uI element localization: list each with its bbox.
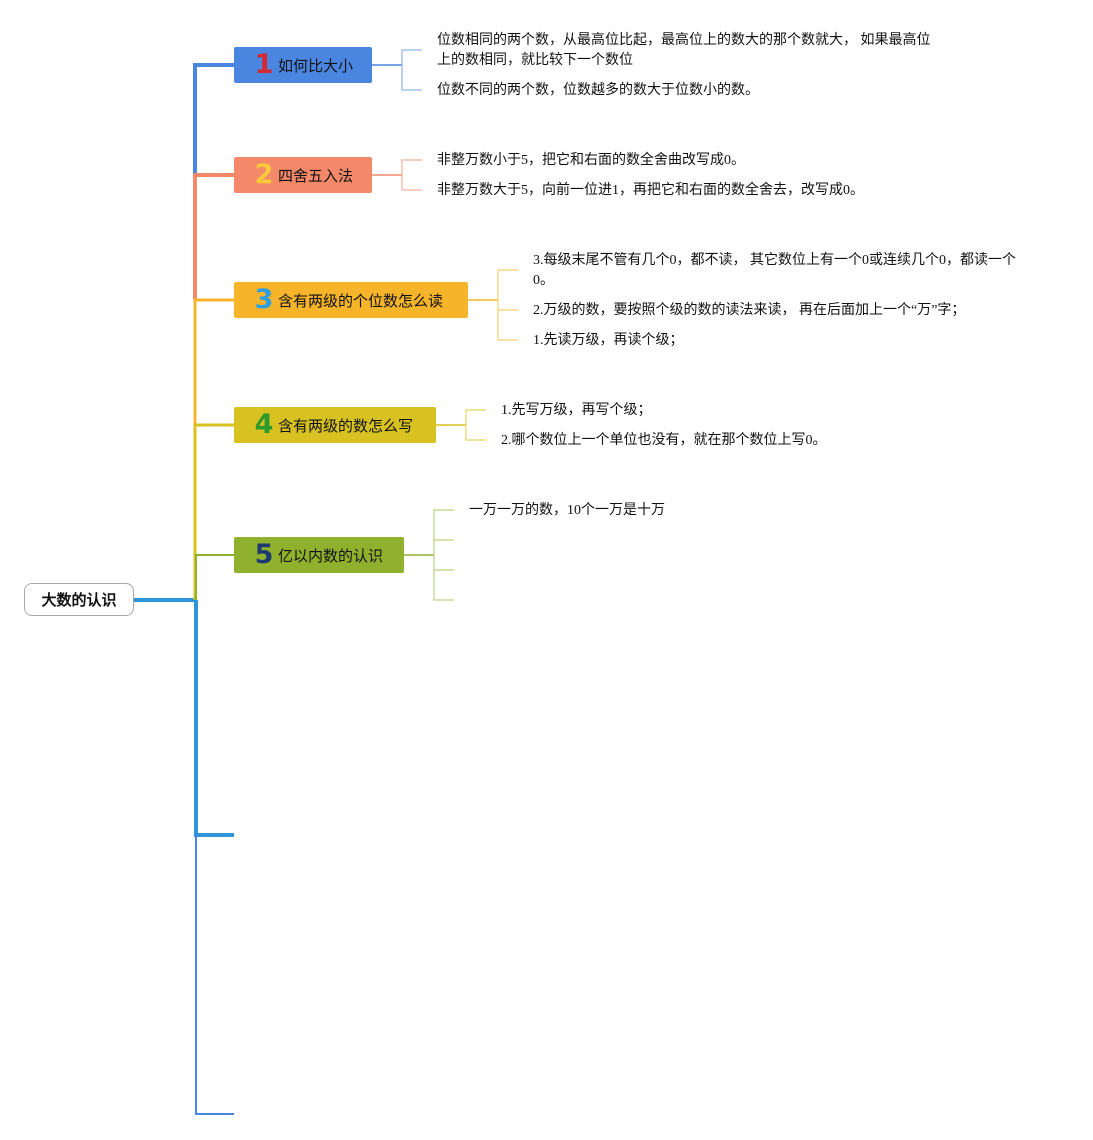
- leaf-text[interactable]: 上的数相同，就比较下一个数位: [437, 53, 633, 68]
- leaf4-bracket: [465, 409, 486, 441]
- topic-within-hundred-million[interactable]: 5 亿以内数的认识: [234, 537, 404, 573]
- trunk-lower-connector: [194, 600, 234, 837]
- topic-number: 5: [254, 539, 274, 570]
- topic5-connector: [195, 554, 234, 600]
- leaf-text[interactable]: 2.万级的数，要按照个级的数的读法来读， 再在后面加上一个“万”字；: [533, 303, 966, 318]
- leaf-text[interactable]: 非整万数大于5，向前一位进1，再把它和右面的数全舍去，改写成0。: [437, 183, 864, 198]
- topic-rounding[interactable]: 2 四舍五入法: [234, 157, 372, 193]
- topic-number: 3: [254, 284, 274, 315]
- topic-label: 四舍五入法: [278, 166, 354, 185]
- topic1-connector: [193, 63, 234, 175]
- topic-number: 1: [254, 49, 274, 80]
- topic-number: 2: [254, 159, 274, 190]
- leaf-text[interactable]: 0。: [533, 273, 554, 288]
- leaf5-bracket: [433, 509, 454, 601]
- leaf-text[interactable]: 位数相同的两个数，从最高位比起，最高位上的数大的那个数就大， 如果最高位: [437, 33, 931, 48]
- leaf-text[interactable]: 3.每级末尾不管有几个0，都不读， 其它数位上有一个0或连续几个0，都读一个: [533, 253, 1016, 268]
- leaf-text[interactable]: 位数不同的两个数，位数越多的数大于位数小的数。: [437, 83, 759, 98]
- leaf1-bracket: [401, 49, 422, 91]
- topic-label: 亿以内数的认识: [278, 546, 384, 565]
- root-topic[interactable]: 大数的认识: [24, 583, 134, 616]
- topic-write-two-levels[interactable]: 4 含有两级的数怎么写: [234, 407, 436, 443]
- leaf-text[interactable]: 非整万数小于5，把它和右面的数全舍曲改写成0。: [437, 153, 745, 168]
- topic-read-two-levels[interactable]: 3 含有两级的个位数怎么读: [234, 282, 468, 318]
- topic-label: 含有两级的数怎么写: [278, 416, 414, 435]
- topic-compare-size[interactable]: 1 如何比大小: [234, 47, 372, 83]
- topic3-connector: [193, 298, 234, 425]
- topic4-connector: [193, 423, 234, 600]
- leaf2-bracket: [401, 159, 422, 191]
- topic-label: 含有两级的个位数怎么读: [278, 291, 444, 310]
- leaf-text[interactable]: 1.先写万级，再写个级；: [501, 403, 652, 418]
- trunk-bottom-connector: [195, 835, 234, 1115]
- topic-label: 如何比大小: [278, 56, 354, 75]
- topic2-connector: [193, 173, 234, 300]
- leaf3-bracket: [497, 269, 518, 341]
- leaf-text[interactable]: 一万一万的数，10个一万是十万: [469, 503, 665, 518]
- topic-number: 4: [254, 409, 274, 440]
- leaf-text[interactable]: 1.先读万级，再读个级；: [533, 333, 684, 348]
- leaf-text[interactable]: 2.哪个数位上一个单位也没有，就在那个数位上写0。: [501, 433, 827, 448]
